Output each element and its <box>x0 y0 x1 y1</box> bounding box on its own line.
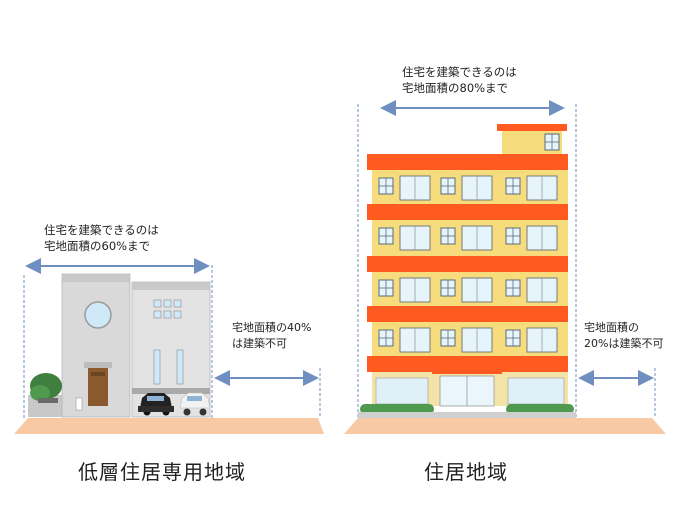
house-illustration <box>28 273 211 418</box>
low-rise-unbuildable-line2: は建築不可 <box>232 337 287 350</box>
apartment-illustration <box>358 124 576 418</box>
residential-zone-title: 住居地域 <box>424 460 508 484</box>
low-rise-unbuildable-line1: 宅地面積の40% <box>232 321 312 334</box>
low-rise-ground <box>14 418 324 434</box>
residential-buildable-label: 住宅を建築できるのは 宅地面積の80%まで <box>402 64 517 96</box>
residential-unbuildable-line2: 20%は建築不可 <box>584 337 664 350</box>
residential-ground <box>344 418 666 434</box>
low-rise-buildable-line1: 住宅を建築できるのは <box>44 223 159 237</box>
residential-unbuildable-line1: 宅地面積の <box>584 321 639 334</box>
residential-buildable-line1: 住宅を建築できるのは <box>402 65 517 79</box>
residential-unbuildable-label: 宅地面積の 20%は建築不可 <box>584 320 663 352</box>
low-rise-buildable-line2: 宅地面積の60%まで <box>44 239 151 253</box>
low-rise-zone <box>14 258 324 434</box>
low-rise-buildable-label: 住宅を建築できるのは 宅地面積の60%まで <box>44 222 159 254</box>
residential-buildable-line2: 宅地面積の80%まで <box>402 81 509 95</box>
residential-zone <box>344 100 666 434</box>
low-rise-zone-title: 低層住居専用地域 <box>78 460 246 484</box>
low-rise-unbuildable-label: 宅地面積の40% は建築不可 <box>232 320 311 352</box>
